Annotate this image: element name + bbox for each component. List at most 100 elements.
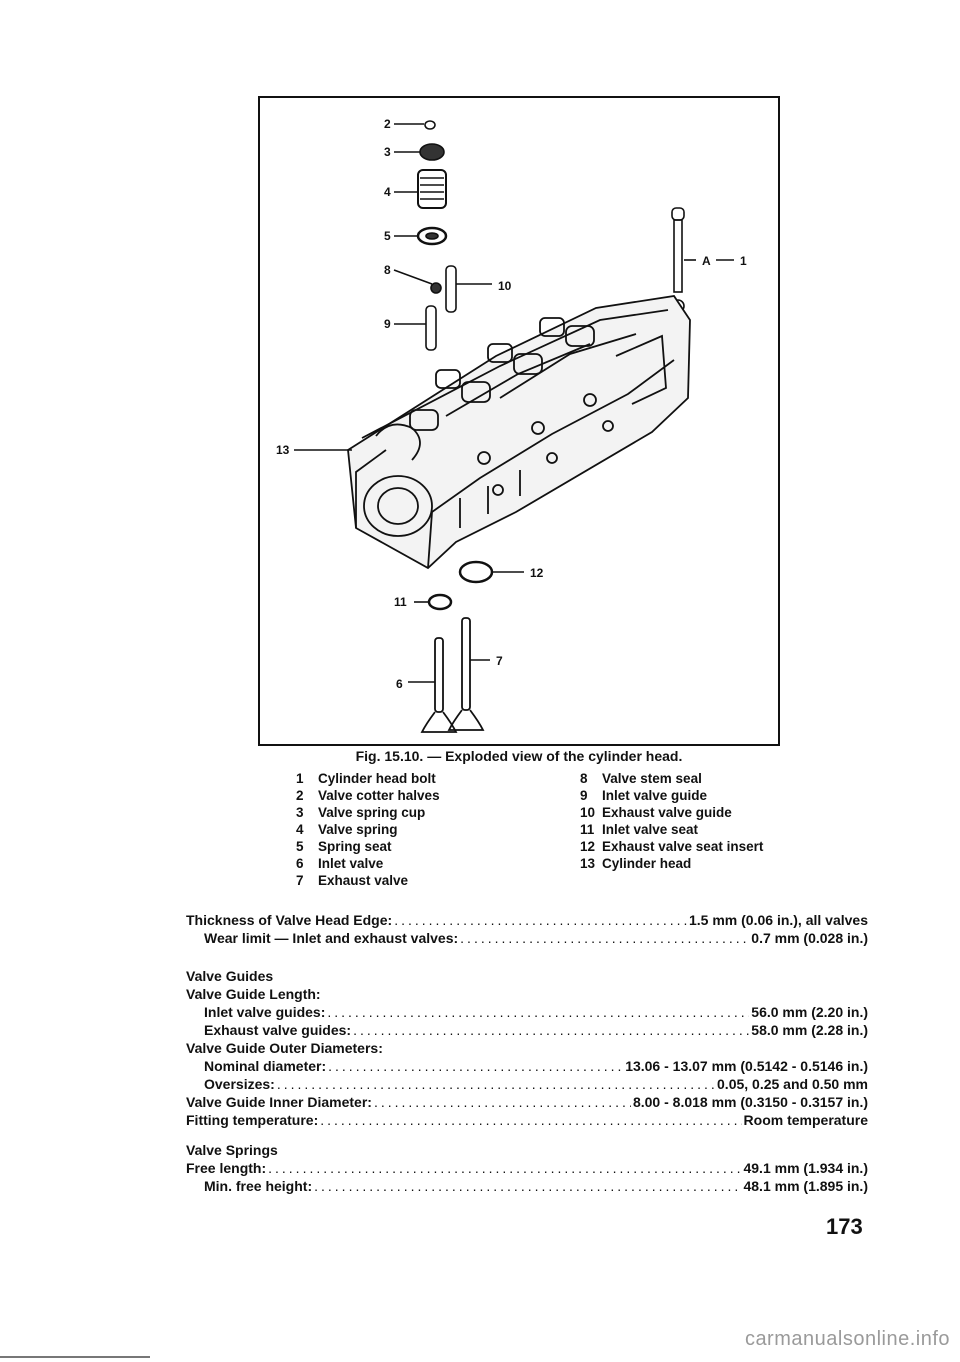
- legend-item: 6 Inlet valve: [296, 855, 440, 872]
- legend-item: 9 Inlet valve guide: [580, 787, 763, 804]
- callout-1: 1: [740, 254, 747, 268]
- legend-text: Exhaust valve seat insert: [602, 839, 764, 854]
- dot-leader: [314, 1178, 741, 1194]
- callout-9: 9: [384, 317, 391, 331]
- cylinder-head-exploded-drawing: 2 3 4 5 8 10 9 A 1: [276, 117, 747, 733]
- callout-5: 5: [384, 229, 391, 243]
- legend-left: 1 Cylinder head bolt 2 Valve cotter halves…: [296, 770, 440, 889]
- spec-row-inner-diameter: Valve Guide Inner Diameter: 8.00 - 8.018 …: [186, 1094, 868, 1112]
- watermark-text: carmanualsonline.info: [744, 1328, 950, 1350]
- callout-3: 3: [384, 145, 391, 159]
- spec-row-oversizes: Oversizes: 0.05, 0.25 and 0.50 mm: [186, 1076, 868, 1094]
- spec-value: 8.00 - 8.018 mm (0.3150 - 0.3157 in.): [632, 1094, 868, 1110]
- spec-label: Wear limit — Inlet and exhaust valves:: [204, 930, 459, 946]
- spec-row-fitting-temperature: Fitting temperature: Room temperature: [186, 1112, 868, 1130]
- callout-4: 4: [384, 185, 391, 199]
- spec-value: 13.06 - 13.07 mm (0.5142 - 0.5146 in.): [625, 1058, 868, 1074]
- spec-row-inlet-guides: Inlet valve guides:56.0 mm (2.20 in.): [186, 1004, 868, 1022]
- legend-number: 6: [296, 856, 304, 871]
- legend-number: 5: [296, 839, 304, 854]
- spec-label: Valve Guide Inner Diameter:: [186, 1094, 372, 1110]
- spec-label: Min. free height:: [204, 1178, 313, 1194]
- callout-11: 11: [394, 595, 407, 609]
- dot-leader: [460, 930, 749, 946]
- legend-text: Valve spring: [318, 822, 398, 837]
- legend-text: Inlet valve: [318, 856, 384, 871]
- spec-row-wear-limit: Wear limit — Inlet and exhaust valves: 0.…: [186, 930, 868, 948]
- spec-label: Fitting temperature:: [186, 1112, 319, 1128]
- legend-number: 2: [296, 788, 304, 803]
- dot-leader: [320, 1112, 741, 1128]
- callout-10: 10: [498, 279, 512, 293]
- spec-row-exhaust-guides: Exhaust valve guides: 58.0 mm (2.28 in.): [186, 1022, 868, 1040]
- legend-number: 12: [580, 839, 596, 854]
- spec-value: 48.1 mm (1.895 in.): [743, 1178, 868, 1194]
- legend-number: 1: [296, 771, 304, 786]
- legend-text: Cylinder head: [602, 856, 692, 871]
- legend-text: Spring seat: [318, 839, 392, 854]
- spec-row-edge-thickness: Thickness of Valve Head Edge: 1.5 mm (0.0…: [186, 912, 868, 930]
- legend-text: Cylinder head bolt: [318, 771, 436, 786]
- spec-label: Nominal diameter:: [204, 1058, 327, 1074]
- spec-value: 0.05, 0.25 and 0.50 mm: [717, 1076, 868, 1092]
- spec-value: 1.5 mm (0.06 in.), all valves: [689, 912, 868, 928]
- legend-number: 7: [296, 873, 304, 888]
- spec-label: Thickness of Valve Head Edge:: [186, 912, 393, 928]
- spec-row-nominal-diameter: Nominal diameter: 13.06 - 13.07 mm (0.514…: [186, 1058, 868, 1076]
- spec-row-free-length: Free length: 49.1 mm (1.934 in.): [186, 1160, 868, 1178]
- legend-item: 12 Exhaust valve seat insert: [580, 838, 763, 855]
- spec-label: Inlet valve guides:: [204, 1004, 326, 1020]
- subheading-guide-length: Valve Guide Length:: [186, 986, 321, 1002]
- legend-number: 11: [580, 822, 595, 837]
- dot-leader: [328, 1058, 623, 1074]
- legend-text: Valve stem seal: [602, 771, 702, 786]
- legend-text: Exhaust valve: [318, 873, 409, 888]
- legend-text: Inlet valve seat: [602, 822, 699, 837]
- legend-text: Inlet valve guide: [602, 788, 708, 803]
- legend-number: 3: [296, 805, 304, 820]
- callout-13: 13: [276, 443, 290, 457]
- spec-label: Exhaust valve guides:: [204, 1022, 352, 1038]
- spec-value: Room temperature: [743, 1112, 868, 1128]
- legend-text: Valve spring cup: [318, 805, 426, 820]
- dot-leader: [353, 1022, 749, 1038]
- callout-a: A: [702, 254, 711, 268]
- legend-number: 8: [580, 771, 588, 786]
- legend-item: 8 Valve stem seal: [580, 770, 763, 787]
- spec-value: 49.1 mm (1.934 in.): [743, 1160, 868, 1176]
- legend-text: Valve cotter halves: [318, 788, 440, 803]
- legend-number: 10: [580, 805, 596, 820]
- callout-2: 2: [384, 117, 391, 131]
- callout-12: 12: [530, 566, 544, 580]
- legend-number: 13: [580, 856, 596, 871]
- legend-item: 1 Cylinder head bolt: [296, 770, 440, 787]
- valve-spring-specs: Valve Springs Free length: 49.1 mm (1.934…: [186, 1142, 868, 1196]
- figure-caption: Fig. 15.10. — Exploded view of the cylin…: [355, 748, 683, 764]
- legend-item: 11 Inlet valve seat: [580, 821, 763, 838]
- valve-head-specs: Thickness of Valve Head Edge: 1.5 mm (0.0…: [186, 912, 868, 948]
- spec-value: 58.0 mm (2.28 in.): [751, 1022, 868, 1038]
- callout-6: 6: [396, 677, 403, 691]
- section-heading-valve-springs: Valve Springs: [186, 1142, 278, 1158]
- spec-value: 0.7 mm (0.028 in.): [751, 930, 868, 946]
- section-heading-valve-guides: Valve Guides: [186, 968, 274, 984]
- page-number: 173: [826, 1214, 863, 1239]
- subheading-outer-diameters: Valve Guide Outer Diameters:: [186, 1040, 383, 1056]
- spec-row-min-free-height: Min. free height: 48.1 mm (1.895 in.): [186, 1178, 868, 1196]
- legend-item: 2 Valve cotter halves: [296, 787, 440, 804]
- legend-item: 13 Cylinder head: [580, 855, 763, 872]
- dot-leader: [327, 1004, 749, 1020]
- legend-number: 9: [580, 788, 588, 803]
- callout-7: 7: [496, 654, 503, 668]
- spec-label: Oversizes:: [204, 1076, 275, 1092]
- legend-item: 5 Spring seat: [296, 838, 440, 855]
- dot-leader: [277, 1076, 715, 1092]
- valve-guide-specs: Valve Guides Valve Guide Length: Inlet v…: [186, 968, 868, 1130]
- legend-item: 7 Exhaust valve: [296, 872, 440, 889]
- dot-leader: [374, 1094, 631, 1110]
- spec-label: Free length:: [186, 1160, 267, 1176]
- callout-8: 8: [384, 263, 391, 277]
